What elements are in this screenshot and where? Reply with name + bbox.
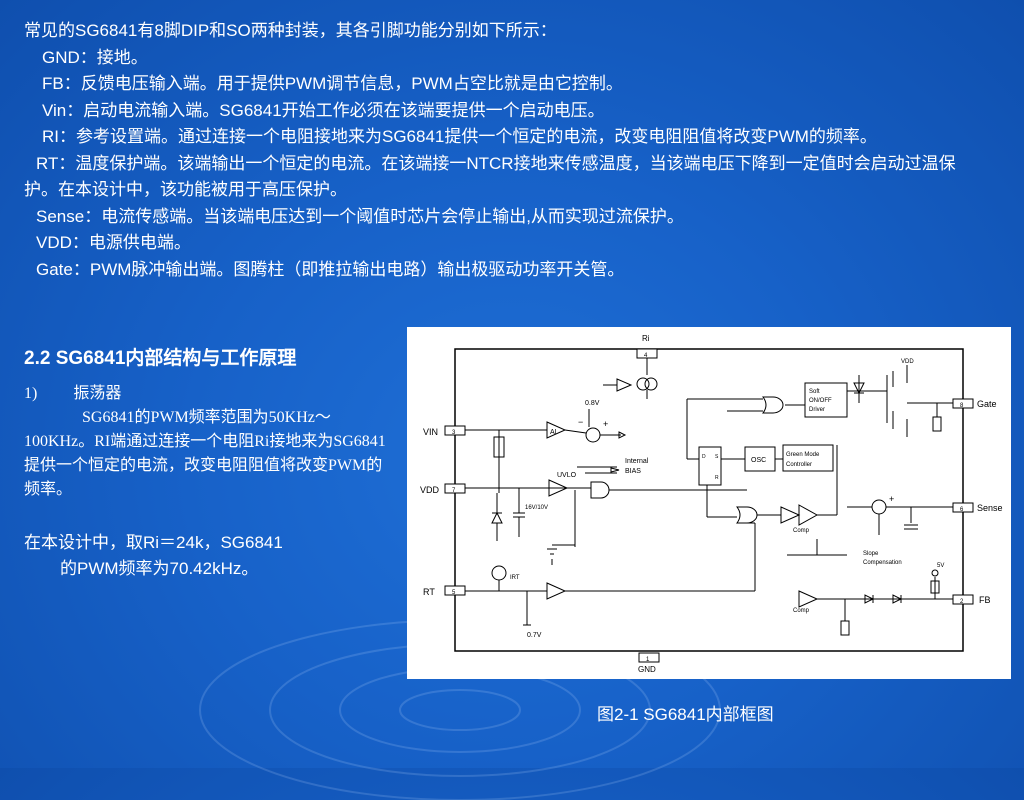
pin-ri-label: Ri (642, 334, 650, 343)
oscillator-body: SG6841的PWM频率范围为50KHz～100KHz。RI端通过连接一个电阻R… (24, 409, 386, 498)
label-0.8v: 0.8V (585, 400, 600, 407)
pin-gate-number: 8 (960, 403, 964, 409)
pin-sense-number: 6 (960, 507, 964, 513)
label-ff-r: R (715, 475, 719, 481)
label-driver: Driver (809, 407, 825, 413)
note-line-1: 在本设计中，取Ri＝24k，SG6841 (24, 533, 283, 552)
ri-desc: RI：参考设置端。通过连接一个电阻接地来为SG6841提供一个恒定的电流，改变电… (42, 127, 877, 146)
pin-gate: 8 Gate (952, 398, 997, 409)
rt-desc: RT：温度保护端。该端输出一个恒定的电流。在该端接一NTCR接地来传感温度，当该… (24, 153, 956, 200)
label-irt: IRT (510, 575, 520, 581)
pin-rt-number: 5 (452, 590, 456, 596)
label-slope: Slope (863, 551, 879, 557)
label-bias: BIAS (625, 468, 641, 475)
sense-desc: Sense：电流传感端。当该端电压达到一个阈值时芯片会停止输出,从而实现过流保护… (36, 206, 684, 226)
pin-sense: 6 Sense (952, 502, 1003, 513)
label-ff-d: D (702, 454, 706, 460)
figure-caption: 图2-1 SG6841内部框图 (597, 705, 774, 724)
label-compensation: Compensation (863, 560, 902, 566)
pin-vdd-label: VDD (420, 485, 440, 495)
pin-vdd-number: 7 (452, 488, 456, 494)
label-uvlo: UVLO (557, 472, 577, 479)
pin-sense-label: Sense (977, 503, 1003, 513)
label-minus: − (578, 417, 583, 427)
pin-ri-number: 4 (644, 353, 648, 359)
pin-rt-label: RT (423, 587, 435, 597)
oscillator-section: 1) 振荡器 SG6841的PWM频率范围为50KHz～100KHz。RI端通过… (24, 382, 394, 502)
gate-desc: Gate：PWM脉冲输出端。图腾柱（即推拉输出电路）输出极驱动功率开关管。 (36, 259, 625, 279)
label-ff-s: S (715, 454, 719, 460)
note-line-2: 的PWM频率为70.42kHz。 (60, 559, 259, 578)
label-ai: AI (550, 429, 557, 436)
pin-vdd: VDD 7 (420, 483, 466, 495)
label-controller: Controller (786, 462, 812, 468)
pin-vin: VIN 3 (423, 425, 466, 437)
pin-fb: 2 FB (952, 594, 991, 605)
oscillator-number: 1) (24, 385, 38, 402)
pin-description-text: 常见的SG6841有8脚DIP和SO两种封装，其各引脚功能分别如下所示： GND… (24, 18, 984, 283)
pin-rt: RT 5 (423, 585, 466, 597)
label-comp-1: Comp (793, 528, 810, 534)
vin-desc: Vin：启动电流输入端。SG6841开始工作必须在该端要提供一个启动电压。 (42, 100, 605, 120)
label-internal: Internal (625, 458, 649, 465)
block-diagram: Ri 4 VIN 3 VDD 7 RT 5 8 Gate 6 Sense 2 F… (407, 327, 1011, 679)
label-onoff: ON/OFF (809, 398, 832, 404)
pin-ri: Ri 4 (636, 334, 658, 359)
pin-gnd: 1 GND (638, 652, 660, 674)
label-comp-2: Comp (793, 608, 810, 614)
label-5v: 5V (937, 563, 944, 569)
oscillator-heading: 振荡器 (73, 385, 122, 402)
pin-gate-label: Gate (977, 399, 997, 409)
intro-line: 常见的SG6841有8脚DIP和SO两种封装，其各引脚功能分别如下所示： (24, 21, 557, 40)
pin-fb-label: FB (979, 595, 991, 605)
design-note: 在本设计中，取Ri＝24k，SG6841 的PWM频率为70.42kHz。 (24, 530, 404, 582)
label-16v10v: 16V/10V (525, 505, 548, 511)
label-vdd-small: VDD (901, 359, 914, 365)
label-soft: Soft (809, 389, 820, 395)
chip-outline (454, 348, 964, 652)
fb-desc: FB：反馈电压输入端。用于提供PWM调节信息，PWM占空比就是由它控制。 (42, 74, 623, 93)
pin-vin-number: 3 (452, 430, 456, 436)
gnd-desc: GND：接地。 (42, 47, 148, 67)
section-title: 2.2 SG6841内部结构与工作原理 (24, 348, 297, 369)
label-green-mode: Green Mode (786, 452, 820, 458)
label-0.7v: 0.7V (527, 632, 542, 639)
label-plus-2: + (889, 494, 894, 504)
pin-gnd-label: GND (638, 665, 656, 674)
label-osc: OSC (751, 457, 766, 464)
pin-fb-number: 2 (960, 599, 964, 605)
vdd-desc: VDD：电源供电端。 (36, 233, 191, 252)
pin-vin-label: VIN (423, 427, 438, 437)
label-plus: + (603, 419, 608, 429)
pin-gnd-number: 1 (646, 657, 650, 663)
